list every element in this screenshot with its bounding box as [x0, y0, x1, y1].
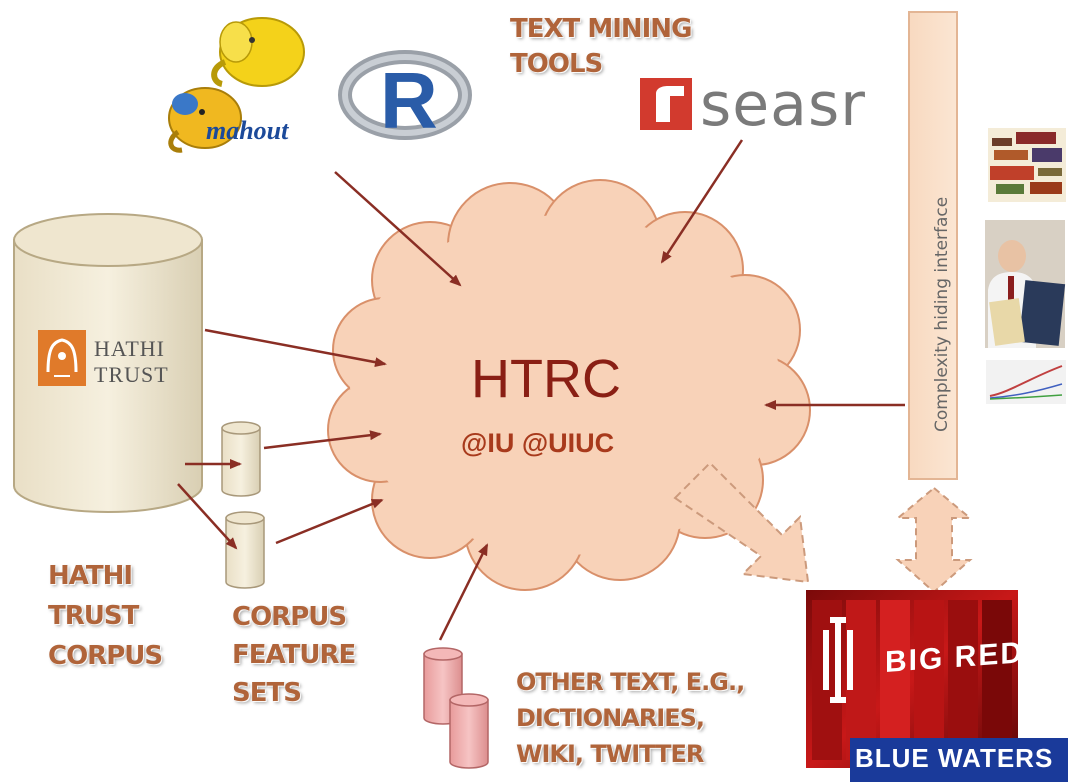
big-red-supercomputer-image [806, 590, 1068, 782]
other-text-cylinder-2 [449, 693, 489, 769]
corpus-label-line-3: CORPUS [48, 641, 163, 671]
hub-title: HTRC [471, 349, 621, 409]
tools-label-line-1: TEXT MINING [510, 14, 692, 44]
arrow-tools-to-hub [334, 171, 462, 287]
hadoop-elephant-logo [211, 17, 305, 87]
htrc-cloud [327, 179, 811, 591]
hathitrust-corpus-cylinder [13, 213, 203, 513]
r-logo [338, 50, 472, 140]
hathitrust-logo-line-2: TRUST [94, 362, 169, 387]
corpus-feature-sets-label: CORPUS FEATURE SETS [232, 598, 356, 712]
other-label-line-1: OTHER TEXT, E.G., [516, 668, 745, 696]
mahout-logo-text: mahout [206, 116, 289, 145]
complexity-interface-label: Complexity hiding interface [932, 196, 952, 432]
researcher-photo-thumbnail [985, 220, 1066, 348]
feature-set-cylinder-2 [225, 511, 265, 589]
hub-subtitle: @IU @UIUC [461, 428, 615, 458]
r-logo-letter: R [380, 56, 438, 145]
mahout-logo [168, 87, 242, 153]
arrow-feature1-to-hub [263, 430, 382, 450]
hathitrust-logo-text: HATHI TRUST [94, 336, 169, 388]
corpus-label-line-2: TRUST [48, 601, 139, 631]
line-chart-thumbnail [986, 360, 1066, 404]
feature-label-line-3: SETS [232, 678, 302, 708]
complexity-interface-bar [908, 11, 958, 480]
blue-waters-text: BLUE WATERS [855, 743, 1054, 773]
feature-set-cylinder-1 [221, 421, 261, 497]
tools-label-line-2: TOOLS [510, 49, 603, 79]
arrow-corpus-to-hub [204, 328, 387, 368]
wordcloud-thumbnail [988, 128, 1066, 202]
arrow-other-to-hub [438, 543, 489, 641]
corpus-label-line-1: HATHI [48, 561, 133, 591]
other-label-line-2: DICTIONARIES, [516, 704, 705, 732]
arrow-feature2-to-hub [275, 498, 384, 545]
text-mining-tools-label: TEXT MINING TOOLS [510, 12, 692, 82]
hathi-trust-corpus-label: HATHI TRUST CORPUS [48, 556, 163, 676]
arrow-corpus-to-feature2 [177, 483, 238, 550]
other-text-label: OTHER TEXT, E.G., DICTIONARIES, WIKI, TW… [516, 664, 745, 772]
seasr-logo-mark [640, 78, 692, 130]
hathitrust-logo-line-1: HATHI [94, 336, 165, 361]
seasr-logo-text: seasr [700, 70, 866, 140]
compute-arrow [673, 461, 810, 584]
other-label-line-3: WIKI, TWITTER [516, 740, 704, 768]
arrow-seasr-to-hub [660, 139, 744, 264]
hathitrust-logo [38, 330, 86, 386]
interface-compute-double-arrow [895, 486, 973, 594]
feature-label-line-1: CORPUS [232, 602, 347, 632]
feature-label-line-2: FEATURE [232, 640, 356, 670]
